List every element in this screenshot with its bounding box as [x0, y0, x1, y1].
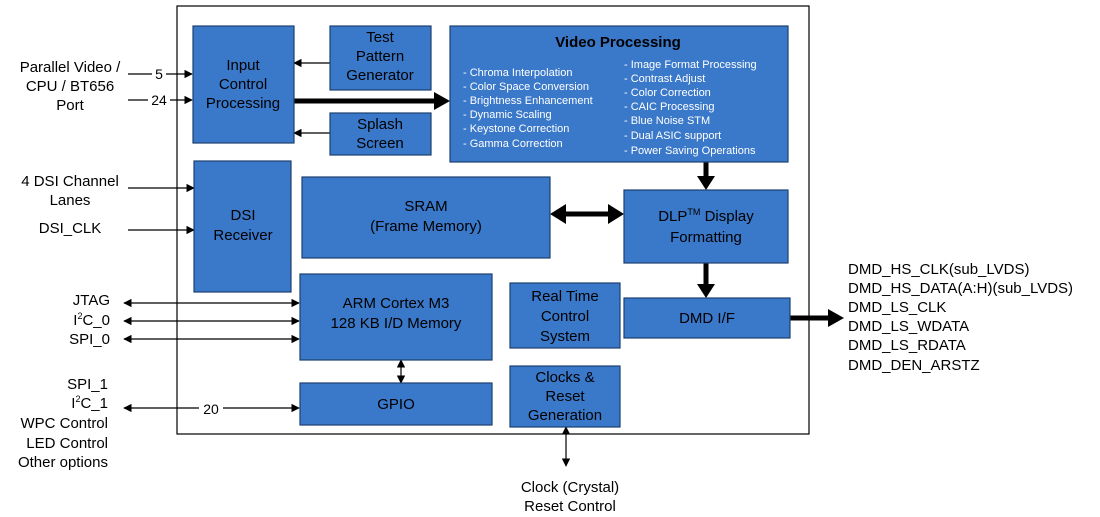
dsi-lanes-label-2: Lanes [50, 192, 91, 209]
input-control-block: Input Control Processing [192, 25, 295, 144]
splash-label-1: Splash [357, 116, 403, 133]
video-item: - Image Format Processing [624, 59, 757, 71]
output-signal: DMD_LS_CLK [848, 299, 946, 316]
gpio-label: GPIO [377, 396, 415, 413]
gpio-block: GPIO [299, 382, 493, 426]
test-pattern-label-2: Pattern [356, 48, 404, 65]
video-item: - Gamma Correction [463, 138, 563, 150]
spi0-label: SPI_0 [69, 331, 110, 348]
sram-label-2: (Frame Memory) [370, 218, 482, 235]
video-item: - Color Space Conversion [463, 81, 589, 93]
output-signal: DMD_LS_WDATA [848, 318, 969, 335]
test-pattern-label-3: Generator [346, 67, 414, 84]
dlp-to-dmd-arrowhead [697, 284, 715, 298]
clocks-label-1: Clocks & [535, 369, 594, 386]
jtag-label: JTAG [73, 292, 110, 309]
bus-5-label-bg [152, 65, 166, 81]
dmd-out-arrowhead [828, 309, 844, 327]
spi1-label: SPI_1 [67, 376, 108, 393]
output-signal: DMD_DEN_ARSTZ [848, 357, 980, 374]
bus-5-label: 5 [155, 66, 163, 82]
real-time-control-block: Real Time Control System [509, 282, 621, 349]
dsi-receiver-block: DSI Receiver [193, 160, 292, 293]
sram-block: SRAM (Frame Memory) [301, 176, 551, 259]
led-label: LED Control [26, 435, 108, 452]
video-item: - Contrast Adjust [624, 73, 705, 85]
output-signal: DMD_LS_RDATA [848, 337, 966, 354]
sram-label-1: SRAM [404, 198, 447, 215]
test-pattern-label-1: Test [366, 29, 394, 46]
sram-dlp-arrowhead-right [608, 204, 624, 224]
rtc-label-2: Control [541, 308, 589, 325]
clocks-label-3: Generation [528, 407, 602, 424]
input-to-video-arrowhead [434, 92, 450, 110]
output-signal: DMD_HS_DATA(A:H)(sub_LVDS) [848, 280, 1073, 297]
wpc-label: WPC Control [20, 415, 108, 432]
test-pattern-block: Test Pattern Generator [329, 25, 432, 91]
video-item: - Blue Noise STM [624, 115, 710, 127]
video-item: - Brightness Enhancement [463, 95, 593, 107]
sram-dlp-arrowhead-left [550, 204, 566, 224]
other-options-label: Other options [18, 454, 108, 471]
video-item: - Dual ASIC support [624, 130, 721, 142]
dlp-label-2: Formatting [670, 229, 742, 246]
dmd-if-block: DMD I/F [623, 297, 791, 339]
input-control-label-3: Processing [206, 95, 280, 112]
i2c0-label: I2C_0 [73, 311, 110, 329]
video-item: - Dynamic Scaling [463, 109, 552, 121]
parallel-video-label-3: Port [56, 97, 84, 114]
clock-crystal-label: Clock (Crystal) [521, 479, 619, 496]
video-item: - CAIC Processing [624, 101, 714, 113]
arm-label-2: 128 KB I/D Memory [331, 315, 462, 332]
bus-20-label-bg [199, 400, 223, 416]
bus-24-label-bg [148, 91, 170, 107]
video-item: - Keystone Correction [463, 123, 569, 135]
video-item: - Power Saving Operations [624, 145, 756, 157]
video-processing-block: Video Processing - Chroma Interpolation … [449, 25, 789, 163]
dlp-label-1: DLPTM Display [658, 207, 754, 225]
parallel-video-label-2: CPU / BT656 [26, 78, 114, 95]
bus-24-label: 24 [151, 92, 167, 108]
parallel-video-label-1: Parallel Video / [20, 59, 121, 76]
input-control-label-1: Input [226, 57, 260, 74]
rtc-label-3: System [540, 328, 590, 345]
dlp-formatting-block: DLPTM Display Formatting [623, 189, 789, 264]
arm-label-1: ARM Cortex M3 [343, 295, 450, 312]
dsi-clk-label: DSI_CLK [39, 220, 102, 237]
splash-label-2: Screen [356, 135, 404, 152]
bus-20-label: 20 [203, 401, 219, 417]
rtc-label-1: Real Time [531, 288, 599, 305]
video-item: - Color Correction [624, 87, 711, 99]
video-processing-title: Video Processing [555, 34, 681, 51]
dsi-lanes-label-1: 4 DSI Channel [21, 173, 119, 190]
dsi-label-1: DSI [230, 207, 255, 224]
dsi-label-2: Receiver [213, 227, 272, 244]
clocks-reset-block: Clocks & Reset Generation [509, 365, 621, 428]
input-control-label-2: Control [219, 76, 267, 93]
output-signal: DMD_HS_CLK(sub_LVDS) [848, 261, 1029, 278]
i2c1-label: I2C_1 [71, 394, 108, 412]
clocks-label-2: Reset [545, 388, 585, 405]
arm-cortex-block: ARM Cortex M3 128 KB I/D Memory [299, 273, 493, 361]
reset-control-label: Reset Control [524, 498, 616, 515]
video-to-dlp-arrowhead [697, 176, 715, 190]
video-item: - Chroma Interpolation [463, 67, 572, 79]
splash-screen-block: Splash Screen [329, 112, 432, 156]
dmd-if-label: DMD I/F [679, 310, 735, 327]
